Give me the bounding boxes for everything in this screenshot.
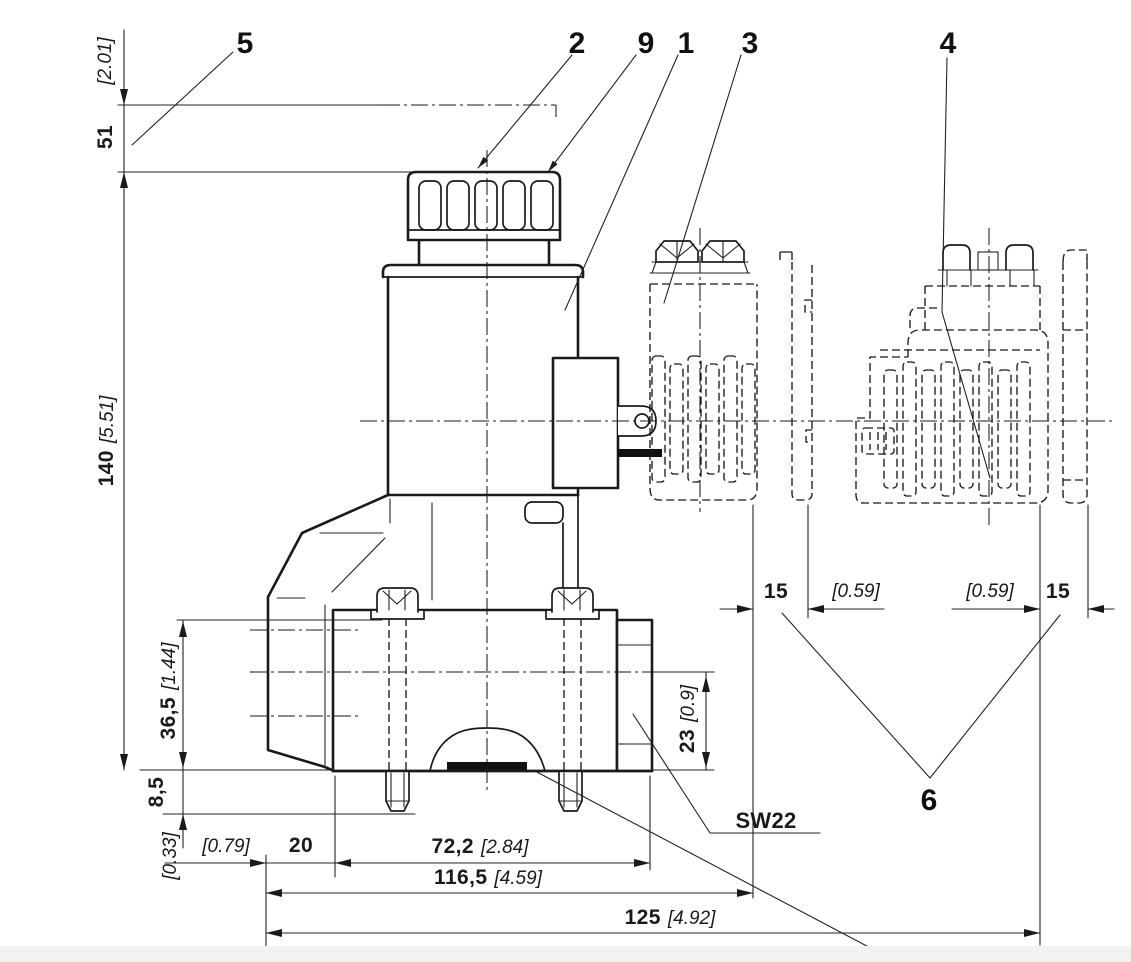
dimension-arrows <box>120 89 1104 937</box>
mounting-bolt-right <box>545 587 600 812</box>
dim-knob-stroke-mm-label: 51 <box>94 124 117 150</box>
mounting-bolt-left <box>370 587 425 812</box>
plug-screws-left <box>649 240 751 274</box>
leader-item2 <box>477 54 573 169</box>
leader-item4 <box>941 57 991 479</box>
plug-view-right <box>855 244 1049 504</box>
leader-sw22 <box>632 713 821 834</box>
leader-item6 <box>781 612 1061 779</box>
dim-plug-left-mm-label: 15 <box>763 580 789 603</box>
wrench-size-label: SW22 <box>735 808 797 833</box>
dim-upper-port-height-label: 36,5[1.44] <box>157 642 180 740</box>
callout-1: 1 <box>677 27 695 60</box>
leader-item5 <box>131 51 234 146</box>
dim-plug-right-inch-label: [0.59] <box>966 581 1014 602</box>
callout-4: 4 <box>939 27 957 60</box>
dim-knob-stroke-inch-label: [2.01] <box>95 37 116 85</box>
dim-plug-left-inch-label: [0.59] <box>832 581 880 602</box>
callout-9: 9 <box>637 27 655 60</box>
coil-bracket <box>524 494 579 589</box>
dim-plug-right-mm-label: 15 <box>1045 580 1071 603</box>
side-port-block <box>615 618 654 773</box>
leader-offpage <box>532 769 898 962</box>
dim-left-offset-inch-label: [0.79] <box>202 836 250 857</box>
leader-item3 <box>663 54 742 304</box>
valve-main-view <box>266 170 662 812</box>
knurled-knob <box>406 170 562 242</box>
plug-view-left <box>649 240 758 501</box>
callout-3: 3 <box>741 27 759 60</box>
dim-stud-length-inch-label: [0.33] <box>160 832 181 880</box>
leader-item9 <box>547 54 637 173</box>
dim-port-axis-height-label: 23[0.9] <box>676 684 699 754</box>
plug-fins-right <box>883 361 1031 497</box>
plug-fins-left <box>651 355 756 483</box>
lower-pin <box>618 449 662 457</box>
callout-2: 2 <box>568 27 586 60</box>
plug-side-profile-left <box>779 251 813 501</box>
dim-overall-length-label: 125[4.92] <box>624 906 716 929</box>
dim-body-length-label: 116,5[4.59] <box>434 866 542 889</box>
dim-left-offset-mm-label: 20 <box>288 834 314 857</box>
knob-stem <box>417 238 551 267</box>
footer-strip <box>0 946 1131 962</box>
callout-6: 6 <box>920 784 938 817</box>
leader-item1 <box>564 54 679 311</box>
valve-elbow-body <box>266 493 580 773</box>
dim-stud-length-mm-label: 8,5 <box>145 776 168 808</box>
leader-lines <box>131 51 1061 962</box>
plug-side-profile-right <box>1062 249 1088 504</box>
dim-overall-height-label: 140[5.51] <box>95 395 118 487</box>
coil-connector-block <box>551 356 662 490</box>
plug-screws-right <box>937 244 1039 287</box>
callout-5: 5 <box>236 27 254 60</box>
dim-hole-spacing-label: 72,2[2.84] <box>431 835 529 858</box>
dimension-lines <box>117 29 1115 949</box>
